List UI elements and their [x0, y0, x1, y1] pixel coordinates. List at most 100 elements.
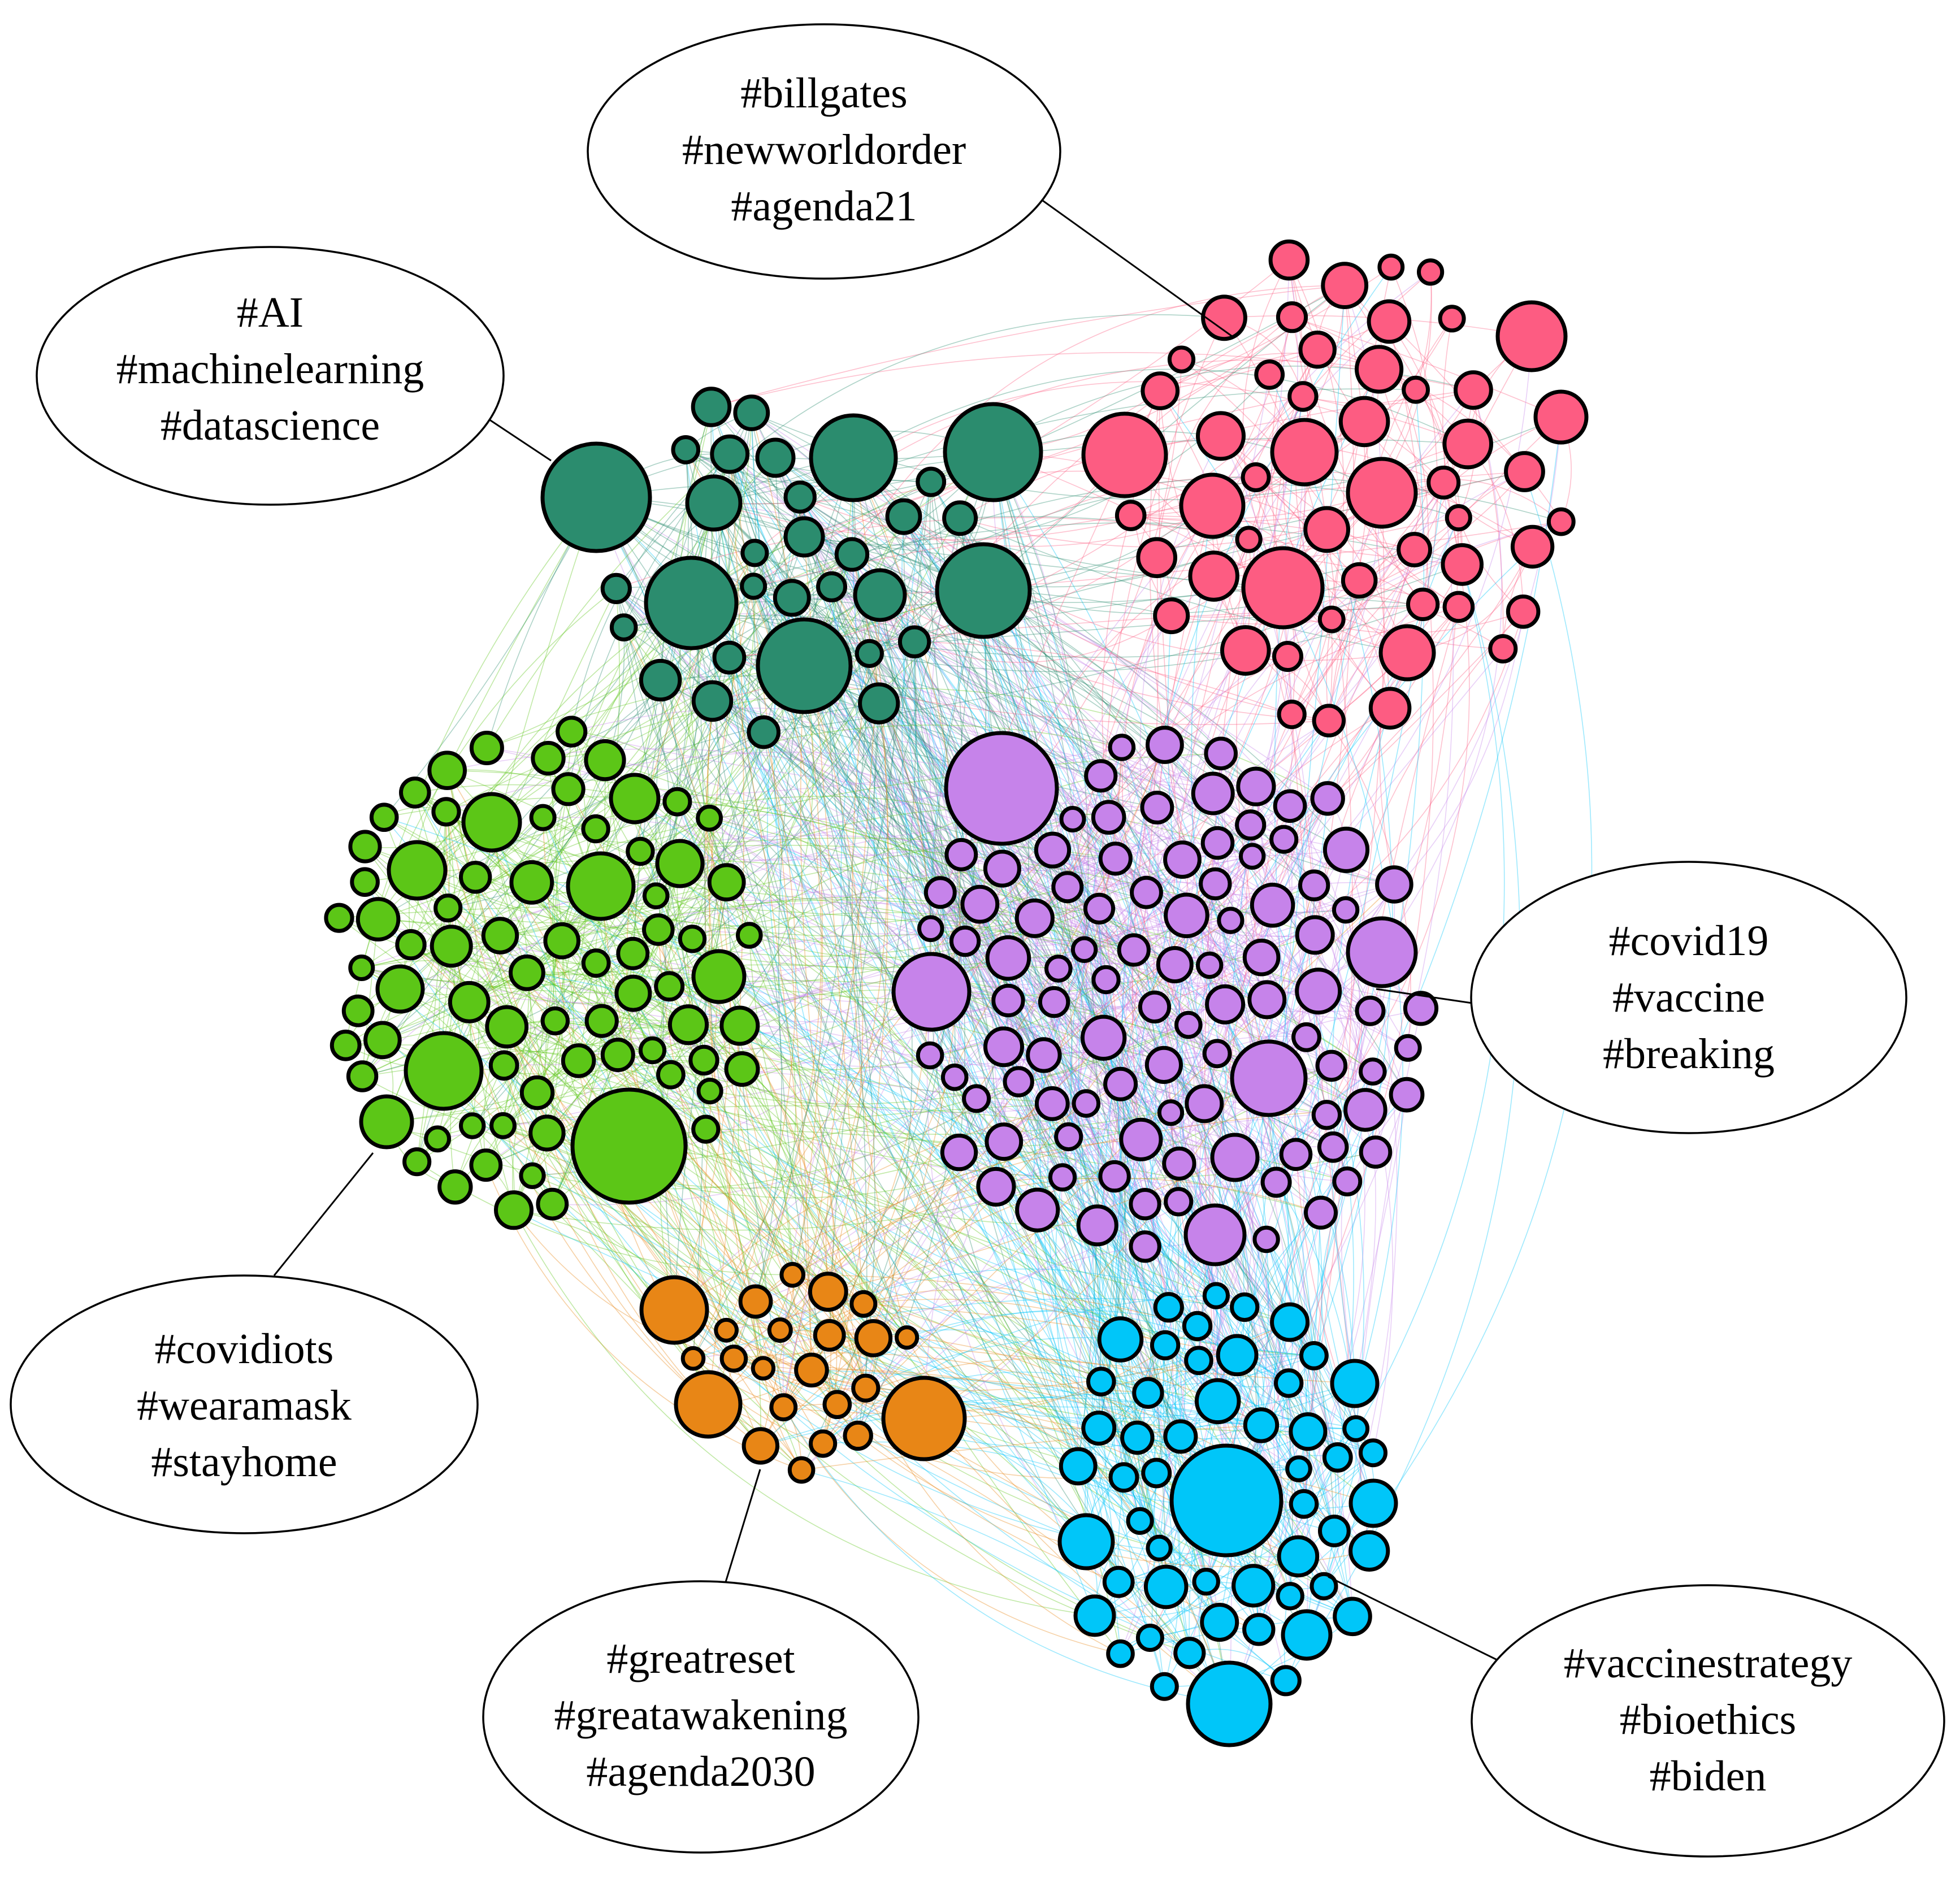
- network-edge: [552, 886, 606, 1205]
- network-edge: [992, 452, 1207, 1582]
- network-edge: [491, 822, 1121, 1654]
- node-vaccinestrategy: [1216, 1334, 1259, 1377]
- node-ai: [853, 568, 907, 622]
- network-edge: [365, 846, 1327, 1116]
- callout-covidiots-bubble: [10, 1274, 479, 1534]
- network-edge: [930, 590, 1207, 1582]
- network-edge: [448, 882, 727, 923]
- node-conspiracy: [1454, 370, 1493, 410]
- node-conspiracy: [1546, 507, 1576, 536]
- node-covid: [891, 952, 972, 1032]
- node-covid: [1034, 1086, 1070, 1121]
- node-covid: [1098, 841, 1133, 876]
- network-edge: [1255, 786, 1408, 1048]
- network-edge: [914, 615, 1172, 663]
- network-edge: [1303, 389, 1474, 405]
- node-vaccinestrategy: [1057, 1513, 1115, 1571]
- network-edge: [652, 1049, 1119, 1582]
- network-edge: [384, 817, 1183, 957]
- network-edge: [652, 1050, 925, 1419]
- node-covid: [1204, 736, 1238, 771]
- network-edge: [692, 641, 915, 940]
- callout-vaccinestrategy-line-3: #biden: [1650, 1752, 1767, 1800]
- network-edge: [791, 597, 1149, 1393]
- node-ai: [733, 394, 770, 431]
- node-covid: [983, 849, 1021, 888]
- callout-greatreset-bubble: [482, 1580, 920, 1854]
- node-covidiots: [346, 1060, 379, 1092]
- node-vaccinestrategy: [1285, 1455, 1312, 1482]
- network-edge: [504, 1065, 830, 1336]
- callout-vaccinestrategy-line-1: #vaccinestrategy: [1564, 1639, 1853, 1687]
- network-edge: [741, 1069, 908, 1338]
- network-edge: [792, 1274, 838, 1405]
- node-conspiracy: [1426, 465, 1461, 500]
- node-vaccinestrategy: [1150, 1672, 1179, 1701]
- network-edge: [632, 502, 735, 954]
- network-edge: [1108, 817, 1291, 1597]
- network-edge: [1102, 317, 1225, 1140]
- node-covid: [1355, 995, 1386, 1026]
- node-conspiracy: [1188, 550, 1239, 602]
- node-ai: [855, 639, 884, 669]
- node-covidiots: [375, 964, 425, 1014]
- network-edge: [718, 976, 1004, 1142]
- network-edge: [1171, 615, 1332, 624]
- node-vaccinestrategy: [1270, 1665, 1302, 1697]
- network-edge: [964, 941, 1053, 1104]
- node-conspiracy: [1136, 537, 1177, 579]
- node-covid: [1038, 986, 1070, 1018]
- node-vaccinestrategy: [1146, 1534, 1173, 1562]
- node-covid: [1026, 1037, 1062, 1073]
- network-edge: [751, 413, 823, 1446]
- network-edge: [1003, 260, 1290, 1142]
- node-covid: [1144, 1046, 1183, 1085]
- network-edge: [1053, 1001, 1217, 1060]
- network-edge: [783, 1303, 864, 1408]
- node-covidiots: [348, 830, 382, 864]
- network-edge: [615, 588, 1116, 860]
- callout-covid-line-3: #breaking: [1603, 1030, 1775, 1078]
- callout-covidiots: #covidiots #wearamask #stayhome: [10, 1274, 479, 1534]
- node-covid: [1051, 871, 1084, 904]
- callout-conspiracy-bubble: [587, 23, 1061, 280]
- node-greatreset: [854, 1319, 893, 1357]
- network-edge: [504, 1065, 671, 1089]
- node-covid: [1295, 968, 1342, 1015]
- node-vaccinestrategy: [1186, 1660, 1273, 1747]
- node-conspiracy: [1241, 462, 1271, 492]
- node-vaccinestrategy: [1348, 1478, 1398, 1528]
- node-ai: [691, 680, 734, 722]
- network-edge: [1139, 1345, 1166, 1521]
- node-vaccinestrategy: [1231, 1564, 1276, 1608]
- node-covid: [1322, 826, 1370, 873]
- network-edge: [718, 968, 1059, 1003]
- node-ai: [540, 441, 652, 553]
- network-edge: [804, 665, 1187, 916]
- network-edge: [691, 602, 1205, 1104]
- network-edge: [929, 590, 1230, 1704]
- node-covidiots: [355, 897, 401, 942]
- network-edge: [1206, 389, 1425, 1582]
- network-edge: [1260, 935, 1316, 1322]
- node-covid: [960, 884, 1000, 924]
- network-edge: [1160, 353, 1380, 392]
- node-covid: [1343, 1088, 1387, 1132]
- network-edge: [1037, 648, 1503, 1211]
- node-covid: [1346, 916, 1418, 988]
- network-edge: [710, 732, 830, 1336]
- network-edge: [656, 481, 931, 896]
- network-edge: [660, 406, 712, 680]
- network-edge: [831, 587, 1181, 1437]
- node-conspiracy: [1235, 526, 1263, 553]
- node-conspiracy: [1153, 597, 1190, 635]
- network-edge: [729, 657, 1181, 1437]
- node-conspiracy: [1378, 624, 1436, 682]
- network-edge: [640, 851, 1079, 1467]
- node-covid: [1080, 1014, 1127, 1061]
- node-ai: [644, 556, 739, 650]
- network-edge: [1132, 856, 1253, 1247]
- network-edge: [485, 1021, 602, 1166]
- network-edge: [800, 497, 1123, 1429]
- network-edge: [992, 452, 1187, 916]
